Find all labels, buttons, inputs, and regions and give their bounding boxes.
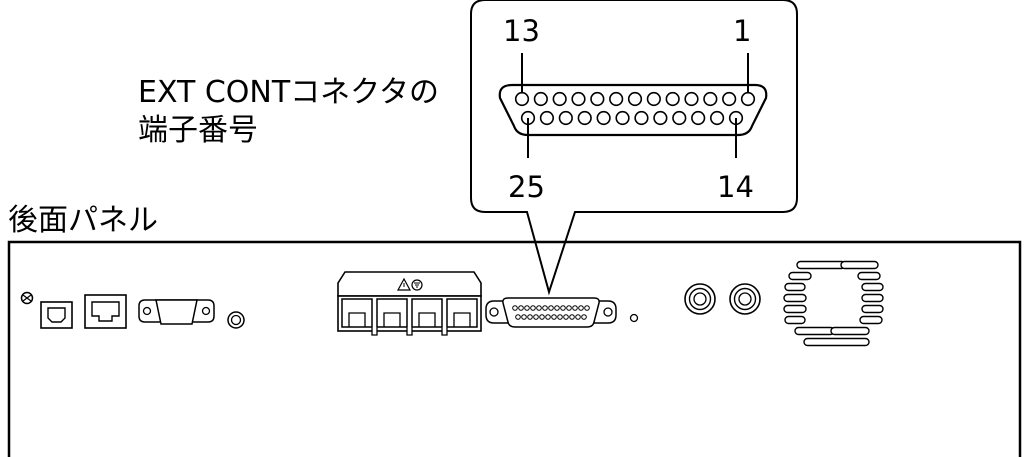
connector-pin xyxy=(653,110,668,126)
connector-pin xyxy=(569,314,575,320)
vent-slot xyxy=(783,304,807,314)
connector-pin xyxy=(560,305,566,311)
pin-label-14: 14 xyxy=(717,170,754,204)
connector-pin xyxy=(527,314,533,320)
connector-caption-line2: 端子番号 xyxy=(138,113,258,148)
connector-pin xyxy=(533,314,539,320)
warning-icon xyxy=(396,277,412,291)
chassis-ground-icon xyxy=(411,279,423,291)
connector-pin xyxy=(557,314,563,320)
connector-pin xyxy=(530,305,536,311)
connector-pin xyxy=(524,305,530,311)
connector-pin xyxy=(548,305,554,311)
sense-terminal-right xyxy=(729,283,761,315)
ext-cont-connector-panel xyxy=(485,297,617,328)
connector-pin xyxy=(684,91,699,107)
connector-pin xyxy=(577,110,592,126)
output-terminal xyxy=(411,298,443,328)
vent-slot xyxy=(861,304,884,314)
top-row-pins xyxy=(514,91,756,107)
ground-screw-icon xyxy=(20,291,34,305)
connector-pin xyxy=(558,110,573,126)
connector-pin xyxy=(552,91,567,107)
connector-pin xyxy=(572,305,578,311)
connector-pin xyxy=(584,305,590,311)
connector-pin xyxy=(518,305,524,311)
connector-pin xyxy=(646,91,661,107)
connector-pin xyxy=(542,305,548,311)
vent-slot xyxy=(859,315,883,325)
connector-pin xyxy=(536,305,542,311)
connector-pin xyxy=(521,314,527,320)
connector-pin xyxy=(740,91,756,107)
lan-port xyxy=(84,294,127,329)
connector-pin xyxy=(615,110,630,126)
connector-pin xyxy=(566,305,572,311)
connector-pin xyxy=(539,110,555,126)
vent-slot xyxy=(788,271,812,281)
vent-slot xyxy=(830,326,870,336)
pin-label-1: 1 xyxy=(733,14,752,48)
connector-pin xyxy=(515,314,521,320)
ventilation-grille xyxy=(783,260,884,347)
connector-pin xyxy=(672,110,687,126)
connector-pin xyxy=(722,91,737,107)
connector-pin xyxy=(563,314,569,320)
vent-slot xyxy=(857,271,881,281)
enlarged-ext-cont-connector xyxy=(498,53,768,158)
connector-pin xyxy=(691,110,706,126)
panel-title: 後面パネル xyxy=(8,203,158,238)
indicator-hole xyxy=(629,313,639,323)
vent-slot xyxy=(803,337,870,347)
output-terminal-block xyxy=(337,271,482,336)
serial-port xyxy=(138,299,215,325)
vent-slot xyxy=(784,315,806,325)
vent-slot xyxy=(861,282,884,292)
pin-label-13: 13 xyxy=(503,14,540,48)
connector-pin xyxy=(545,314,551,320)
vent-slot xyxy=(796,260,846,270)
connector-pin xyxy=(575,314,581,320)
pin-label-25: 25 xyxy=(508,170,545,204)
callout-bubble xyxy=(470,0,798,296)
rear-panel-outline xyxy=(7,240,1022,457)
connector-pin xyxy=(709,110,725,126)
sense-terminal-left xyxy=(684,283,716,315)
vent-slot xyxy=(840,260,879,270)
connector-pin xyxy=(590,91,605,107)
connector-pin xyxy=(571,91,586,107)
usb-port xyxy=(40,301,73,329)
connector-pin xyxy=(514,91,530,107)
connector-pin xyxy=(578,305,584,311)
vent-slot xyxy=(783,293,807,303)
vent-slot xyxy=(861,293,884,303)
connector-pin xyxy=(627,91,643,107)
connector-pin xyxy=(703,91,718,107)
connector-caption-line1: EXT CONTコネクタの xyxy=(138,75,439,110)
connector-pin xyxy=(665,91,680,107)
connector-pin xyxy=(554,305,560,311)
connector-pin xyxy=(551,314,557,320)
vent-slot xyxy=(794,326,835,336)
connector-pin xyxy=(533,91,548,107)
vent-slot xyxy=(784,282,806,292)
connector-pin xyxy=(634,110,649,126)
connector-pin xyxy=(539,314,545,320)
connector-pin xyxy=(581,314,587,320)
connector-pin xyxy=(596,110,611,126)
round-jack xyxy=(227,311,245,329)
connector-pin xyxy=(512,305,518,311)
connector-pin xyxy=(609,91,624,107)
